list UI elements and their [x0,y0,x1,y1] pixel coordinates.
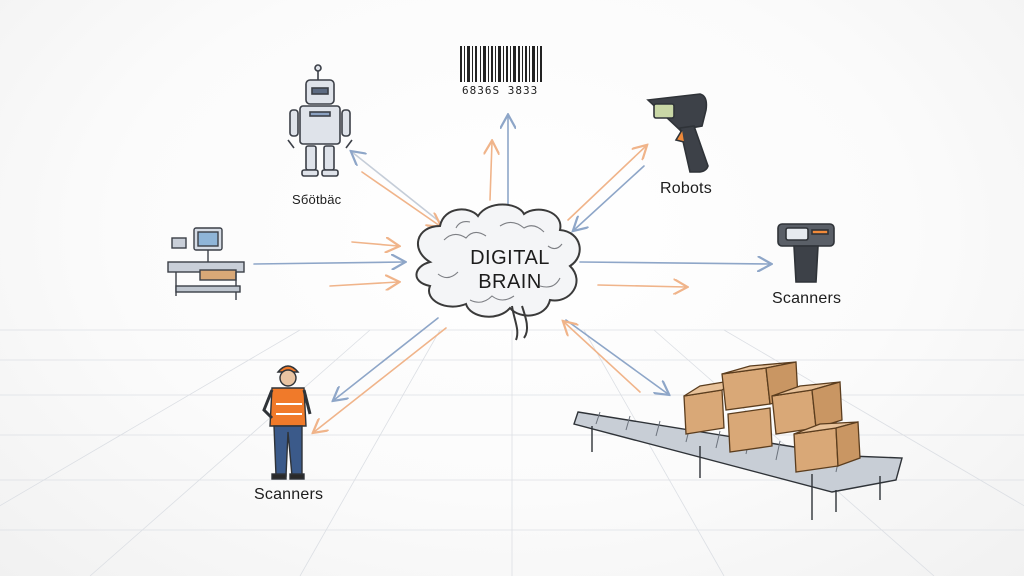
scanners-label-bottom: Scanners [254,486,324,503]
arrow-from-handheld [574,165,645,230]
brain-label-line2: BRAIN [478,271,542,293]
arrow-to-scanner-station [579,262,770,264]
arrow-to-worker-orange [314,327,447,432]
arrow-robot-in [361,171,440,226]
arrow-workstation-orange-2 [329,282,398,286]
robot-caption: Sбötbäc [292,192,342,207]
arrow-to-robot [352,152,441,223]
arrow-to-worker-blue [334,317,439,400]
arrow-from-conveyor-orange [564,322,641,393]
robots-label: Robots [660,180,712,197]
brain-label: DIGITAL BRAIN [446,246,574,294]
brain-label-line1: DIGITAL [470,247,550,269]
arrow-to-barcode-orange [490,142,492,201]
arrow-to-handheld-orange [567,146,646,221]
arrow-to-scanner-station-orange [597,285,686,287]
arrow-workstation-blue [253,262,404,264]
arrow-to-conveyor-blue [565,319,668,394]
scanners-label-right: Scanners [772,290,842,307]
arrow-workstation-orange-1 [351,242,398,246]
barcode-number: 6836S 3833 [462,84,539,97]
